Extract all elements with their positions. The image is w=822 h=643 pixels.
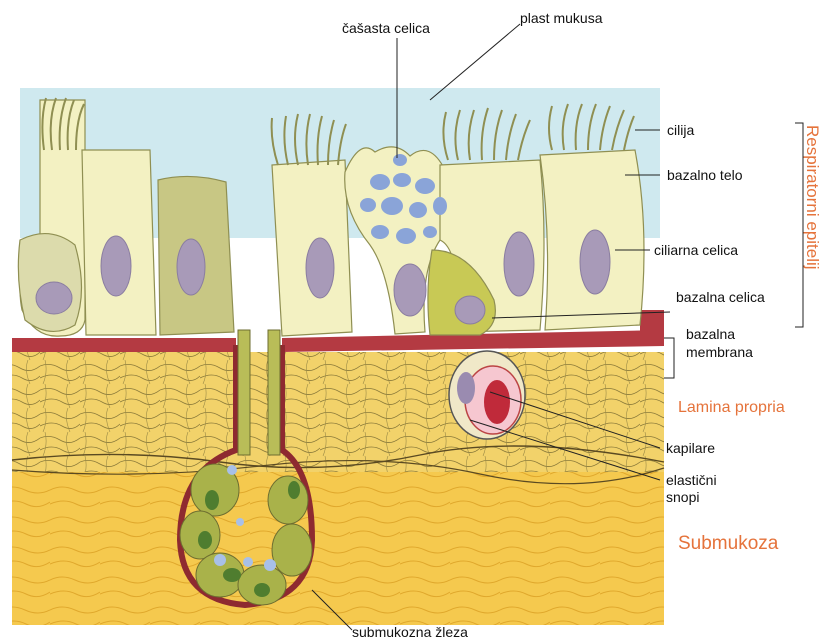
label-submucosa: Submukoza [678, 536, 778, 552]
label-basal-cell: bazalna celica [676, 289, 765, 305]
label-basement-membrane-line2: membrana [686, 344, 753, 360]
label-capillaries: kapilare [666, 440, 715, 456]
label-cilia: cilija [667, 122, 694, 138]
label-submucosal-gland: submukozna žleza [352, 624, 468, 640]
label-respiratory-epithelium: Respiratorni epitelij [802, 125, 822, 270]
label-basal-body: bazalno telo [667, 167, 743, 183]
label-elastic-bundles-line2: snopi [666, 489, 699, 505]
label-lamina-propria: Lamina propria [678, 400, 785, 416]
basement-membrane [12, 338, 236, 352]
label-goblet-cell: čašasta celica [342, 20, 430, 36]
label-mucus-layer: plast mukusa [520, 10, 602, 26]
label-basement-membrane-line1: bazalna [686, 326, 735, 342]
label-ciliated-cell: ciliarna celica [654, 242, 738, 258]
label-elastic-bundles-line1: elastični [666, 472, 717, 488]
